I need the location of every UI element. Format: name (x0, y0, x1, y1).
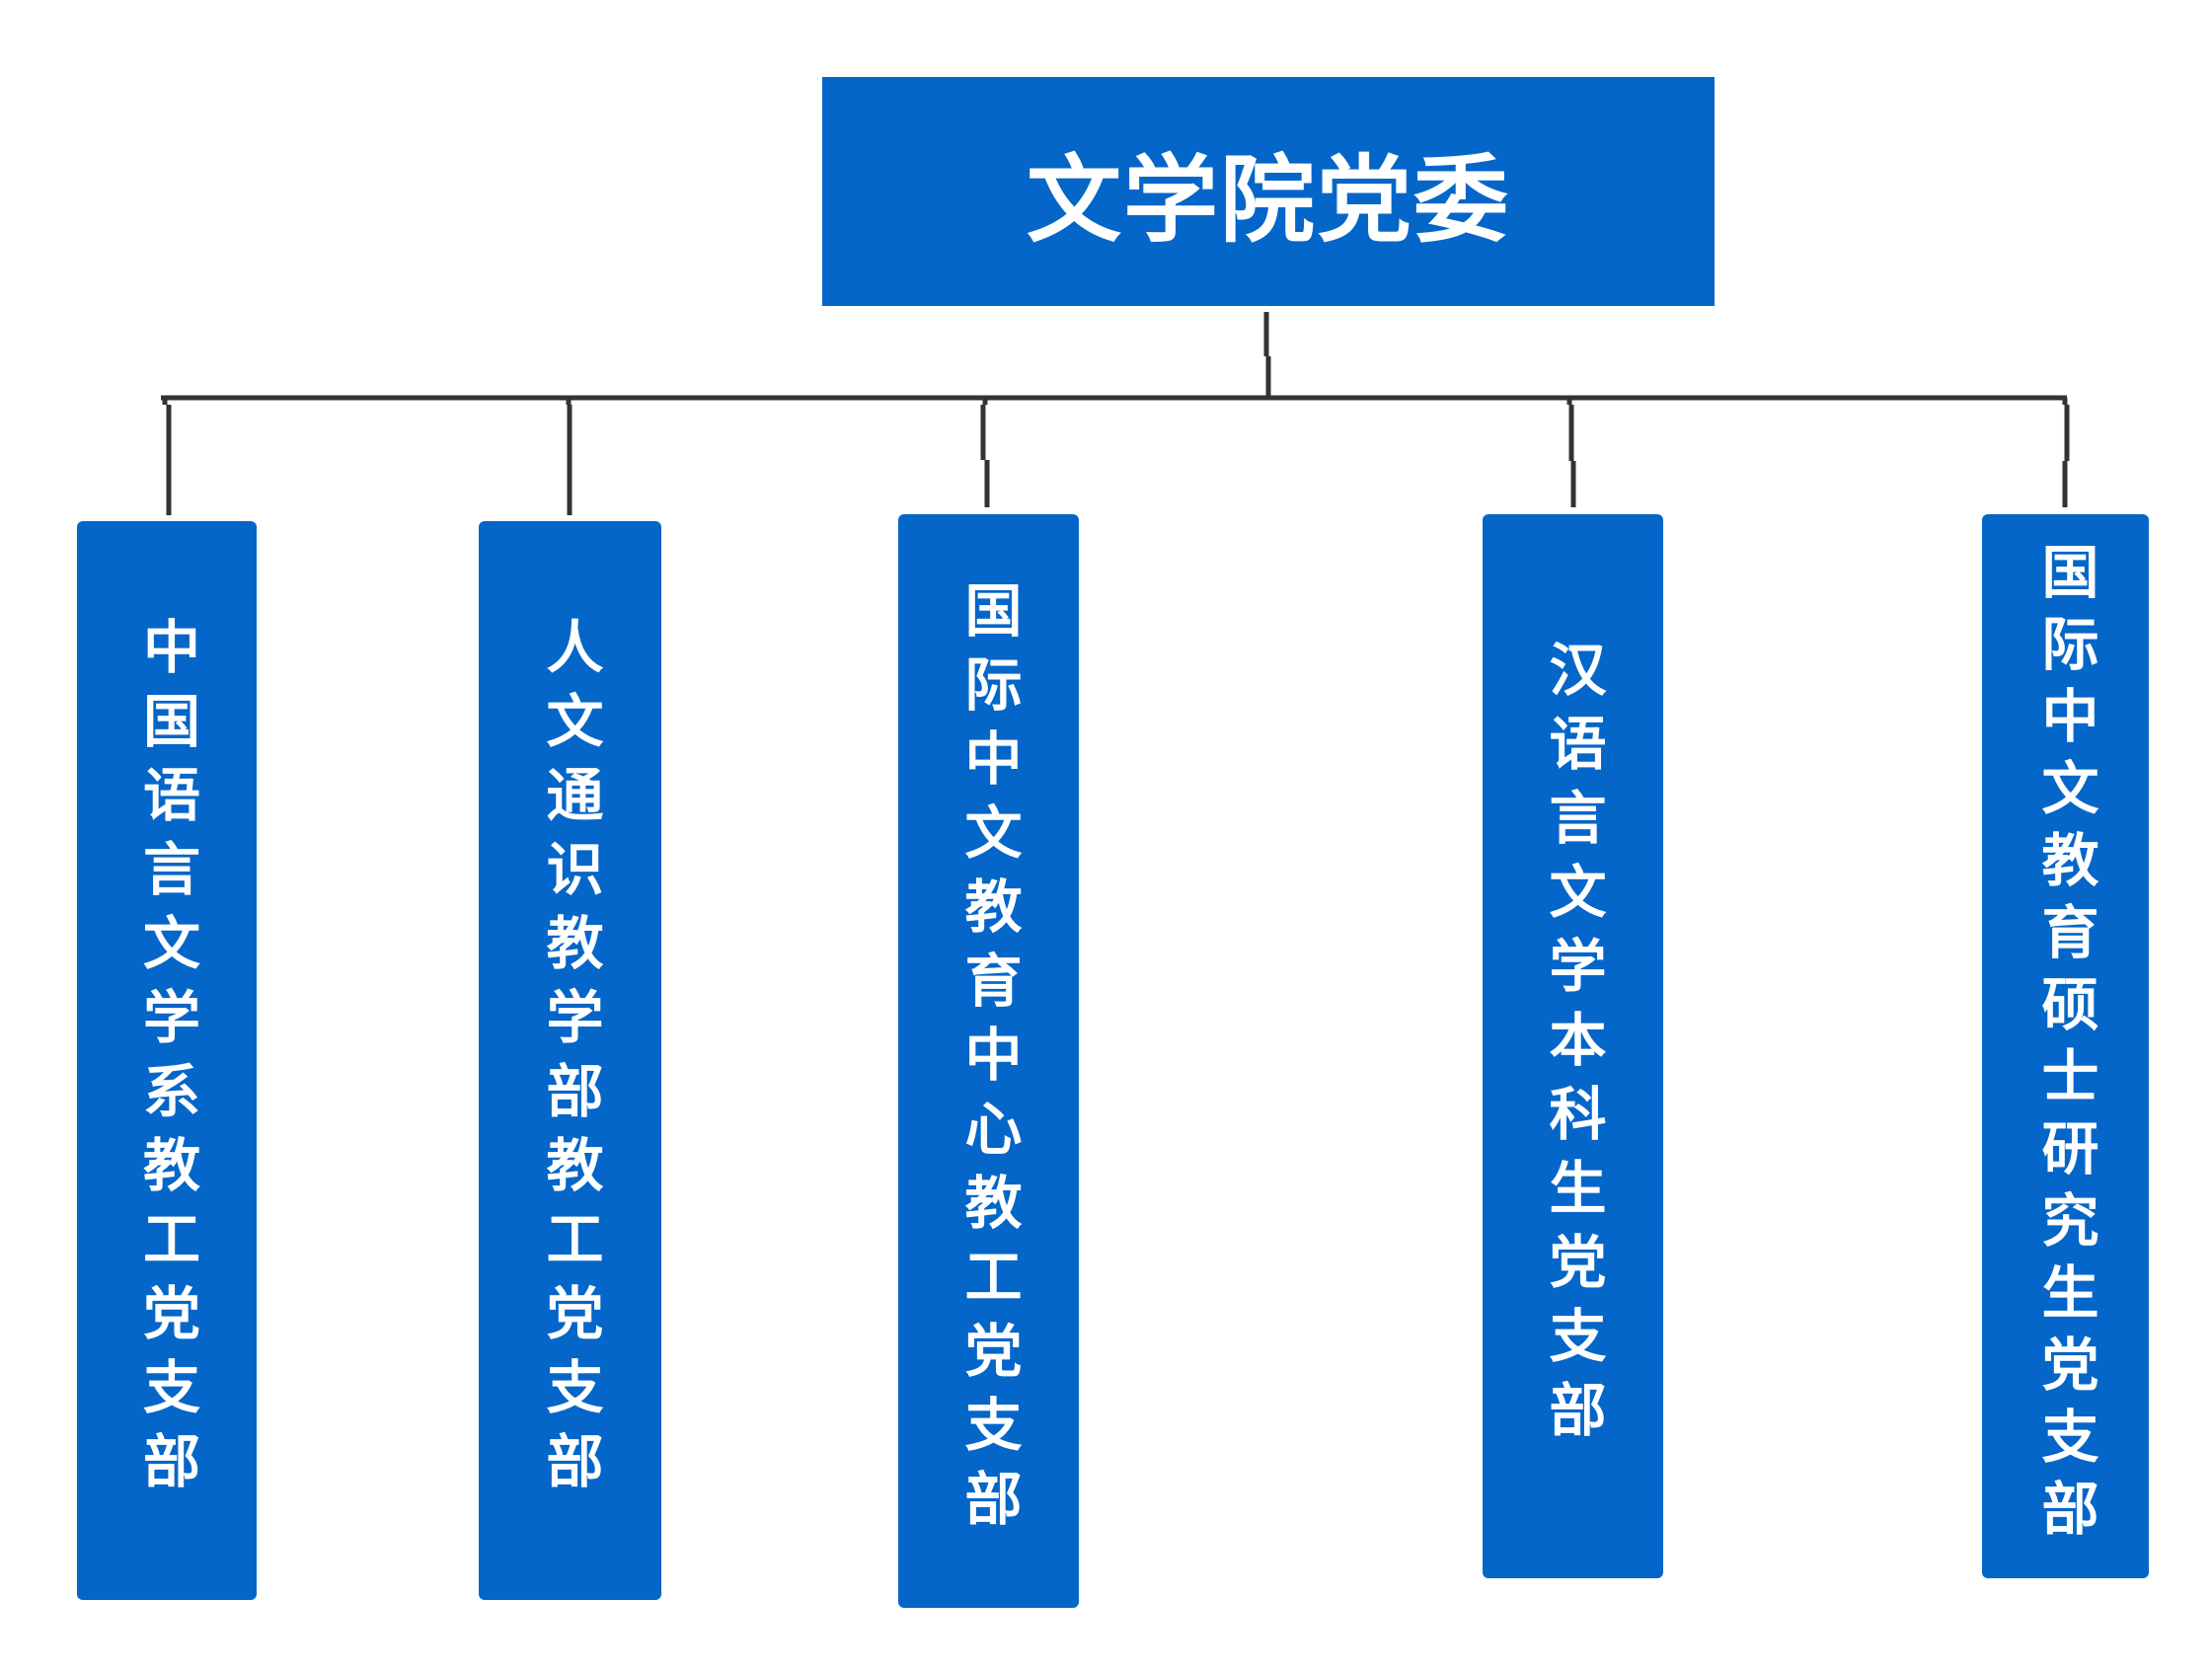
branch-node-humanities-general-education-faculty: 人文通识教学部教工党支部 (479, 521, 661, 1600)
branch-label: 中国语言文学系教工党支部 (133, 616, 200, 1505)
root-label: 文学院党委 (1027, 144, 1510, 256)
branch-node-chinese-literature-undergraduate: 汉语言文学本科生党支部 (1483, 514, 1663, 1578)
branch-node-chinese-language-literature-faculty: 中国语言文学系教工党支部 (77, 521, 257, 1600)
branch-label: 汉语言文学本科生党支部 (1539, 639, 1607, 1454)
branch-node-international-chinese-center-faculty: 国际中文教育中心教工党支部 (898, 514, 1079, 1608)
branch-node-international-chinese-masters: 国际中文教育硕士研究生党支部 (1982, 514, 2149, 1578)
branch-connector-0 (162, 398, 172, 515)
branch-label: 国际中文教育中心教工党支部 (954, 579, 1023, 1543)
branch-connector-4 (2062, 398, 2070, 507)
branch-label: 国际中文教育硕士研究生党支部 (2031, 542, 2099, 1551)
branch-connector-1 (566, 398, 572, 515)
branch-label: 人文通识教学部教工党支部 (536, 616, 604, 1505)
branch-connector-3 (1566, 398, 1576, 507)
branch-connector-2 (980, 398, 990, 507)
root-connector (1263, 312, 1271, 396)
root-node: 文学院党委 (822, 77, 1715, 306)
